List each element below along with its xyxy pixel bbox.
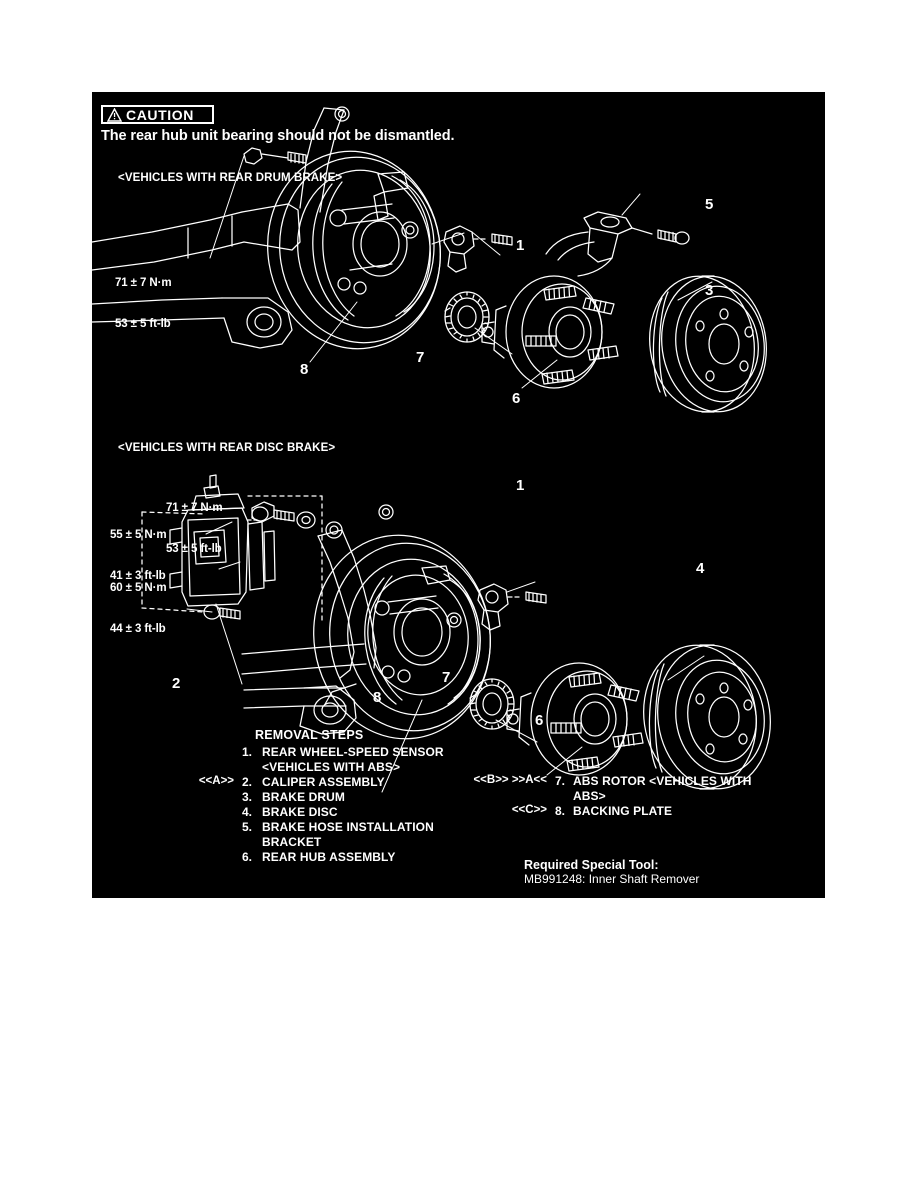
rear-hub-assembly-drum xyxy=(481,275,619,389)
step-number: 6. xyxy=(242,850,253,864)
callout-8-drum: 8 xyxy=(300,361,309,378)
step-label: CALIPER ASSEMBLY xyxy=(262,775,385,789)
brake-drum xyxy=(649,275,767,413)
wheel-speed-sensor-drum xyxy=(443,225,513,273)
step-number: 3. xyxy=(242,790,253,804)
torque-nm: 71 ± 7 N·m xyxy=(166,502,223,514)
exploded-view-artwork xyxy=(92,106,771,793)
callout-1-disc: 1 xyxy=(516,477,525,494)
caliper-assembly xyxy=(169,474,276,607)
section-heading-disc: <VEHICLES WITH REAR DISC BRAKE> xyxy=(118,442,336,454)
torque-spec-caliper-guide-pin: 55 ± 5 N·m 41 ± 3 ft-lb xyxy=(110,502,167,610)
torque-spec-caliper-support: 60 ± 5 N·m 44 ± 3 ft-lb xyxy=(110,555,167,663)
abs-rotor-drum xyxy=(444,291,490,343)
torque-nm: 60 ± 5 N·m xyxy=(110,582,167,594)
step-number: 2. xyxy=(242,775,253,789)
removal-steps-left-column: 1. REAR WHEEL-SPEED SENSOR <VEHICLES WIT… xyxy=(162,745,462,864)
step-label: BRAKE DISC xyxy=(262,805,338,819)
caution-text: The rear hub unit bearing should not be … xyxy=(101,128,455,144)
backing-plate-drum xyxy=(267,106,441,350)
callout-2-disc: 2 xyxy=(172,675,181,692)
callout-7-disc: 7 xyxy=(442,669,451,686)
step-number: 8. xyxy=(555,804,566,818)
step-label: <VEHICLES WITH ABS> xyxy=(262,760,401,774)
leader-lines xyxy=(186,155,713,793)
step-marker: <<A>> xyxy=(198,775,234,787)
brake-disc xyxy=(643,644,771,790)
step-label: REAR WHEEL-SPEED SENSOR xyxy=(262,745,444,759)
caution-badge: CAUTION xyxy=(101,105,214,124)
callout-7-drum: 7 xyxy=(416,349,425,366)
step-label: BRACKET xyxy=(262,835,322,849)
callout-6-disc: 6 xyxy=(535,712,544,729)
removal-steps-right-column: <<B>> >>A<< 7. ABS ROTOR <VEHICLES WITH … xyxy=(437,774,777,818)
callout-6-drum: 6 xyxy=(512,390,521,407)
backing-plate-disc xyxy=(313,504,491,740)
step-label: BACKING PLATE xyxy=(573,804,673,818)
callout-3-drum: 3 xyxy=(705,282,714,299)
special-tool-block: Required Special Tool: MB991248: Inner S… xyxy=(524,858,699,886)
step-label: BRAKE DRUM xyxy=(262,790,345,804)
torque-ftlb: 41 ± 3 ft-lb xyxy=(110,569,166,582)
step-label: ABS> xyxy=(573,789,606,803)
torque-ftlb: 44 ± 3 ft-lb xyxy=(110,622,166,635)
step-number: 5. xyxy=(242,820,253,834)
section-heading-drum: <VEHICLES WITH REAR DRUM BRAKE> xyxy=(118,172,343,184)
torque-ftlb: 53 ± 5 ft-lb xyxy=(166,542,222,555)
wheel-speed-sensor-disc xyxy=(477,583,547,631)
torque-nm: 55 ± 5 N·m xyxy=(110,529,167,541)
step-number: 7. xyxy=(555,774,566,788)
step-marker: <<B>> >>A<< xyxy=(473,774,547,786)
caliper-mounting-hardware xyxy=(141,495,323,623)
callout-4-disc: 4 xyxy=(696,560,705,577)
torque-nm: 71 ± 7 N·m xyxy=(115,277,172,289)
special-tool-text: MB991248: Inner Shaft Remover xyxy=(524,872,700,886)
callout-5-drum: 5 xyxy=(705,196,714,213)
step-marker: <<C>> xyxy=(511,804,547,816)
step-label: ABS ROTOR <VEHICLES WITH xyxy=(573,774,752,788)
step-number: 1. xyxy=(242,745,253,759)
caution-label: CAUTION xyxy=(126,106,194,123)
brake-hose-bracket-drum xyxy=(545,211,690,277)
abs-rotor-disc xyxy=(469,678,515,730)
removal-steps-title: REMOVAL STEPS xyxy=(255,728,364,742)
step-number: 4. xyxy=(242,805,253,819)
figure-panel: CAUTION The rear hub unit bearing should… xyxy=(92,92,825,898)
rear-hub-assembly-disc xyxy=(506,662,644,776)
step-label: REAR HUB ASSEMBLY xyxy=(262,850,396,864)
removal-steps-block: REMOVAL STEPS xyxy=(255,728,363,742)
step-label: BRAKE HOSE INSTALLATION xyxy=(262,820,434,834)
trailing-arm-disc xyxy=(241,521,377,735)
trailing-arm-drum xyxy=(92,107,345,349)
special-tool-title: Required Special Tool: xyxy=(524,858,659,872)
callout-8-disc: 8 xyxy=(373,689,382,706)
callout-1-drum: 1 xyxy=(516,237,525,254)
torque-spec-disc-hub-bolt: 71 ± 7 N·m 53 ± 5 ft-lb xyxy=(166,475,223,583)
warning-triangle-icon xyxy=(107,107,122,122)
hub-mounting-bolt-drum xyxy=(243,147,307,165)
